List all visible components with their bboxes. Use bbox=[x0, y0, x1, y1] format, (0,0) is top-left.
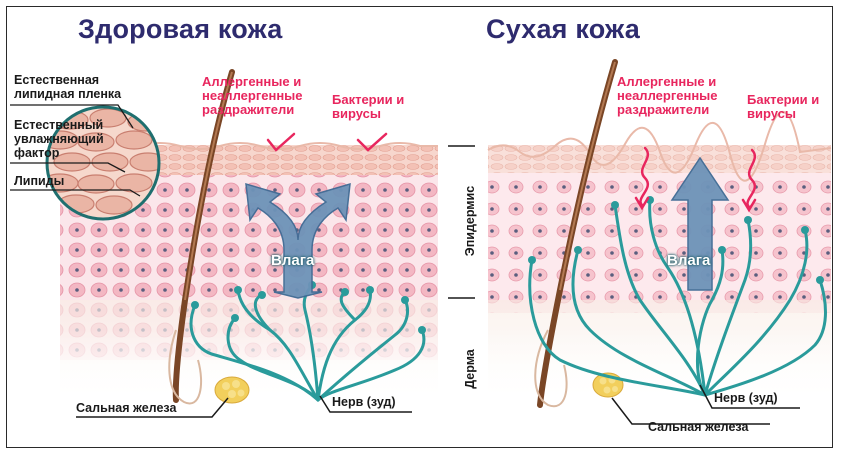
label-bacteria-healthy: Бактерии и вирусы bbox=[332, 93, 404, 121]
label-dermis: Дерма bbox=[463, 319, 477, 419]
label-moisture-healthy: Влага bbox=[271, 254, 314, 268]
label-lipid-film: Естественная липидная пленка bbox=[14, 73, 121, 101]
label-sebaceous-gland-dry: Сальная железа bbox=[648, 420, 748, 434]
label-moisture-dry: Влага bbox=[667, 254, 710, 268]
sebaceous-gland-left bbox=[215, 377, 249, 403]
label-nerve-healthy: Нерв (зуд) bbox=[332, 395, 396, 409]
label-allergens-dry: Аллергенные и неаллергенные раздражители bbox=[617, 75, 718, 117]
label-epidermis: Эпидермис bbox=[463, 171, 477, 271]
label-allergens-healthy: Аллергенные и неаллергенные раздражители bbox=[202, 75, 303, 117]
label-moisturizing-factor: Естественный увлажняющий фактор bbox=[14, 118, 104, 160]
title-dry-skin: Сухая кожа bbox=[486, 14, 640, 45]
label-sebaceous-gland-healthy: Сальная железа bbox=[76, 401, 176, 415]
label-nerve-dry: Нерв (зуд) bbox=[714, 391, 778, 405]
dry-skin-block bbox=[488, 112, 831, 410]
label-bacteria-dry: Бактерии и вирусы bbox=[747, 93, 819, 121]
label-lipids: Липиды bbox=[14, 174, 64, 188]
title-healthy-skin: Здоровая кожа bbox=[78, 14, 282, 45]
